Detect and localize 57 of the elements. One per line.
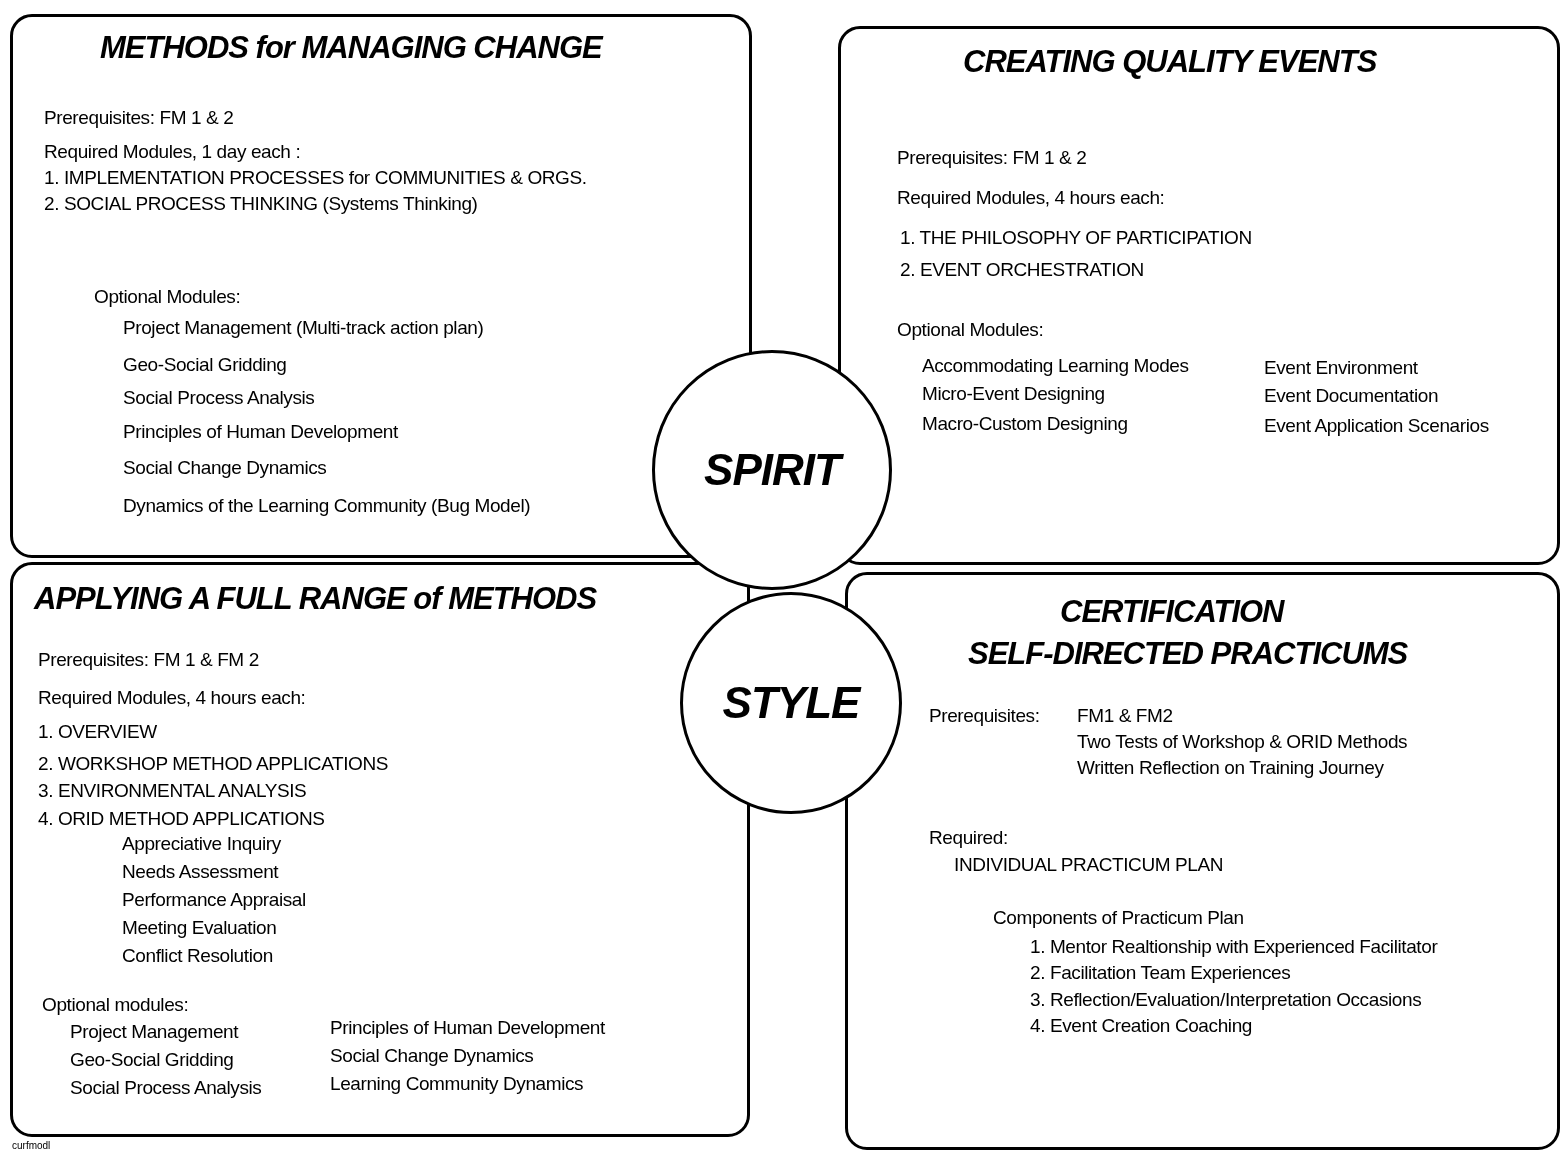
text-line: Prerequisites: FM 1 & FM 2 bbox=[38, 650, 259, 669]
text-line: Components of Practicum Plan bbox=[993, 908, 1244, 927]
section-heading: SELF-DIRECTED PRACTICUMS bbox=[968, 638, 1408, 669]
text-line: Event Application Scenarios bbox=[1264, 416, 1489, 435]
text-line: 1. IMPLEMENTATION PROCESSES for COMMUNITIES & ORGS. bbox=[44, 168, 587, 187]
text-line: Conflict Resolution bbox=[122, 946, 273, 965]
text-line: 1. Mentor Realtionship with Experienced Facilitator bbox=[1030, 937, 1438, 956]
text-line: Prerequisites: FM 1 & 2 bbox=[44, 108, 234, 127]
text-line: 3. Reflection/Evaluation/Interpretation Occasions bbox=[1030, 990, 1422, 1009]
text-line: Performance Appraisal bbox=[122, 890, 306, 909]
text-line: Appreciative Inquiry bbox=[122, 834, 281, 853]
text-line: Learning Community Dynamics bbox=[330, 1074, 584, 1093]
text-line: 2. EVENT ORCHESTRATION bbox=[900, 260, 1144, 279]
text-line: Optional modules: bbox=[42, 995, 189, 1014]
text-line: Accommodating Learning Modes bbox=[922, 356, 1189, 375]
text-line: Required Modules, 4 hours each: bbox=[38, 688, 306, 707]
text-line: Event Documentation bbox=[1264, 386, 1439, 405]
text-line: 4. ORID METHOD APPLICATIONS bbox=[38, 809, 325, 828]
section-heading: APPLYING A FULL RANGE of METHODS bbox=[34, 583, 597, 614]
text-line: 3. ENVIRONMENTAL ANALYSIS bbox=[38, 781, 307, 800]
text-line: 4. Event Creation Coaching bbox=[1030, 1016, 1252, 1035]
text-line: Required Modules, 4 hours each: bbox=[897, 188, 1165, 207]
text-line: Dynamics of the Learning Community (Bug Model) bbox=[123, 496, 531, 515]
text-line: Optional Modules: bbox=[94, 287, 241, 306]
section-heading: CREATING QUALITY EVENTS bbox=[963, 46, 1377, 77]
text-line: Written Reflection on Training Journey bbox=[1077, 758, 1384, 777]
text-line: Project Management bbox=[70, 1022, 239, 1041]
text-line: Needs Assessment bbox=[122, 862, 279, 881]
text-line: 2. WORKSHOP METHOD APPLICATIONS bbox=[38, 754, 389, 773]
text-line: 1. OVERVIEW bbox=[38, 722, 157, 741]
text-line: Required: bbox=[929, 828, 1008, 847]
section-heading: CERTIFICATION bbox=[1060, 596, 1284, 627]
text-line: Micro-Event Designing bbox=[922, 384, 1105, 403]
text-line: Social Process Analysis bbox=[123, 388, 315, 407]
text-line: Required Modules, 1 day each : bbox=[44, 142, 301, 161]
text-line: 2. SOCIAL PROCESS THINKING (Systems Thinking) bbox=[44, 194, 478, 213]
text-line: Prerequisites: FM 1 & 2 bbox=[897, 148, 1087, 167]
text-line: Two Tests of Workshop & ORID Methods bbox=[1077, 732, 1408, 751]
text-line: Prerequisites: bbox=[929, 706, 1040, 725]
text-line: Project Management (Multi-track action plan) bbox=[123, 318, 484, 337]
section-heading: METHODS for MANAGING CHANGE bbox=[100, 32, 602, 63]
text-line: Social Change Dynamics bbox=[123, 458, 327, 477]
text-line: Principles of Human Development bbox=[330, 1018, 605, 1037]
text-line: INDIVIDUAL PRACTICUM PLAN bbox=[954, 855, 1224, 874]
text-line: Optional Modules: bbox=[897, 320, 1044, 339]
text-line: 2. Facilitation Team Experiences bbox=[1030, 963, 1291, 982]
text-line: FM1 & FM2 bbox=[1077, 706, 1173, 725]
text-line: Meeting Evaluation bbox=[122, 918, 277, 937]
text-line: Geo-Social Gridding bbox=[70, 1050, 234, 1069]
text-line: 1. THE PHILOSOPHY OF PARTICIPATION bbox=[900, 228, 1252, 247]
text-line: Social Process Analysis bbox=[70, 1078, 262, 1097]
circle-label: STYLE bbox=[722, 677, 860, 729]
text-line: Principles of Human Development bbox=[123, 422, 398, 441]
text-line: Macro-Custom Designing bbox=[922, 414, 1128, 433]
text-line: Social Change Dynamics bbox=[330, 1046, 534, 1065]
text-line: Geo-Social Gridding bbox=[123, 355, 287, 374]
text-line: Event Environment bbox=[1264, 358, 1418, 377]
